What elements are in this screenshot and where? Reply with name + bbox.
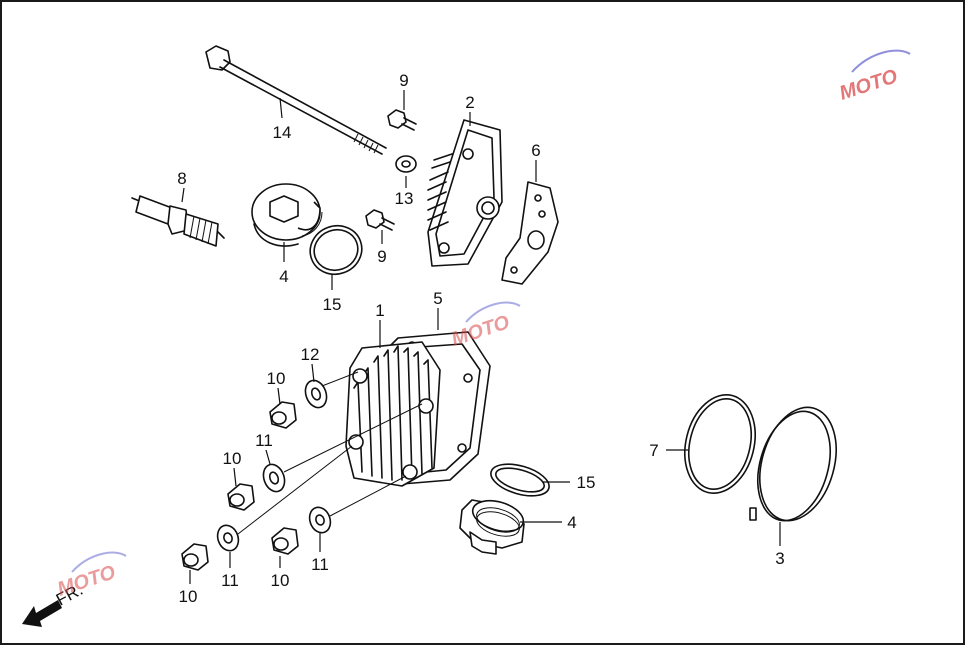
callout-4-upper: 4 bbox=[279, 267, 288, 286]
part-11-washer-1 bbox=[262, 463, 286, 493]
callout-9-lower: 9 bbox=[377, 247, 386, 266]
front-arrow-icon bbox=[22, 600, 62, 627]
part-13-washer bbox=[395, 155, 417, 173]
callout-labels: 14 9 2 13 6 8 4 9 15 1 5 12 10 11 10 15 … bbox=[177, 71, 784, 606]
watermark-logo-center: MOTO bbox=[449, 301, 521, 351]
callout-10-a: 10 bbox=[267, 369, 286, 388]
callout-15-upper: 15 bbox=[323, 295, 342, 314]
watermark-logo-top-right: MOTO bbox=[837, 49, 911, 105]
part-15-o-ring-upper bbox=[309, 224, 363, 276]
callout-4-lower: 4 bbox=[567, 513, 576, 532]
callout-1: 1 bbox=[375, 301, 384, 320]
callout-11-c: 11 bbox=[311, 555, 329, 574]
part-2-finned-cover bbox=[427, 119, 503, 267]
part-10-nut-1 bbox=[269, 401, 297, 429]
part-7-large-o-ring bbox=[684, 393, 756, 495]
callout-8: 8 bbox=[177, 169, 186, 188]
callout-14: 14 bbox=[273, 123, 292, 142]
part-1-finned-cover bbox=[345, 341, 441, 487]
callout-9-upper: 9 bbox=[399, 71, 408, 90]
part-10-nut-3 bbox=[181, 543, 209, 571]
callout-2: 2 bbox=[465, 93, 474, 112]
part-3-round-cover bbox=[749, 406, 837, 522]
svg-text:MOTO: MOTO bbox=[449, 311, 513, 350]
part-10-nut-2 bbox=[227, 483, 255, 511]
part-11-washer-2 bbox=[216, 524, 240, 552]
part-11-washer-3 bbox=[308, 506, 332, 534]
part-6-gasket-plate bbox=[501, 181, 559, 285]
part-15-o-ring-lower bbox=[490, 463, 550, 497]
callout-6: 6 bbox=[531, 141, 540, 160]
part-9-bolt-upper bbox=[387, 109, 417, 131]
leader-lines bbox=[181, 90, 781, 584]
part-14-long-bolt bbox=[205, 45, 387, 155]
callout-11-a: 11 bbox=[255, 431, 273, 450]
svg-text:MOTO: MOTO bbox=[837, 65, 901, 104]
svg-text:MOTO: MOTO bbox=[55, 561, 119, 600]
part-12-washer bbox=[304, 379, 328, 409]
callout-10-b: 10 bbox=[223, 449, 242, 468]
callout-11-b: 11 bbox=[221, 571, 239, 590]
part-4-plug-lower bbox=[459, 499, 525, 555]
callout-15-lower: 15 bbox=[577, 473, 596, 492]
assembly-guide-lines bbox=[237, 371, 423, 535]
callout-3: 3 bbox=[775, 549, 784, 568]
callout-12: 12 bbox=[301, 345, 320, 364]
callout-10-d: 10 bbox=[271, 571, 290, 590]
part-9-bolt-lower bbox=[365, 209, 395, 231]
part-10-nut-4 bbox=[271, 527, 299, 555]
watermark-logo-bottom-left: MOTO bbox=[55, 551, 127, 601]
part-4-plug-upper bbox=[251, 183, 323, 247]
part-8-spark-plug bbox=[131, 195, 225, 247]
callout-13: 13 bbox=[395, 189, 414, 208]
callout-7: 7 bbox=[649, 441, 658, 460]
callout-5: 5 bbox=[433, 289, 442, 308]
callout-10-c: 10 bbox=[179, 587, 198, 606]
